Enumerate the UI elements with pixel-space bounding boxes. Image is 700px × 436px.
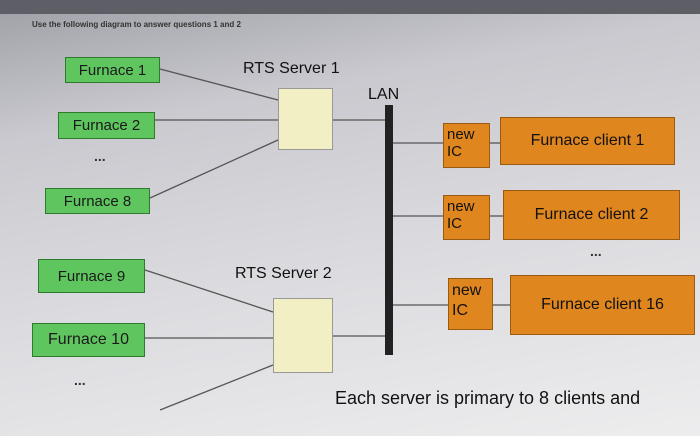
server-2-box xyxy=(273,298,333,373)
furnace-8: Furnace 8 xyxy=(45,188,150,214)
ellipsis-2: ... xyxy=(74,372,86,388)
furnace-client-1: Furnace client 1 xyxy=(500,117,675,165)
furnace-client-16: Furnace client 16 xyxy=(510,275,695,335)
furnace-client-2: Furnace client 2 xyxy=(503,190,680,240)
new-ic-1: new IC xyxy=(443,123,490,168)
footer-text: Each server is primary to 8 clients and xyxy=(335,388,641,408)
ellipsis-1: ... xyxy=(94,148,106,164)
new-ic-3: new IC xyxy=(448,278,493,330)
furnace-9: Furnace 9 xyxy=(38,259,145,293)
server-1-box xyxy=(278,88,333,150)
instruction-text: Use the following diagram to answer ques… xyxy=(32,20,241,29)
link-fn-s2 xyxy=(159,364,274,411)
top-bar xyxy=(0,0,700,14)
ellipsis-3: ... xyxy=(590,243,602,259)
furnace-2: Furnace 2 xyxy=(58,112,155,139)
lan-label: LAN xyxy=(368,86,400,103)
server-2-label: RTS Server 2 xyxy=(235,265,332,282)
server-1-label: RTS Server 1 xyxy=(243,60,340,77)
new-ic-2: new IC xyxy=(443,195,490,240)
link-f9-s2 xyxy=(144,269,274,313)
link-f1-s1 xyxy=(159,68,279,101)
furnace-1: Furnace 1 xyxy=(65,57,160,83)
link-f8-s1 xyxy=(149,139,279,199)
lan-bus xyxy=(385,105,393,355)
furnace-10: Furnace 10 xyxy=(32,323,145,357)
